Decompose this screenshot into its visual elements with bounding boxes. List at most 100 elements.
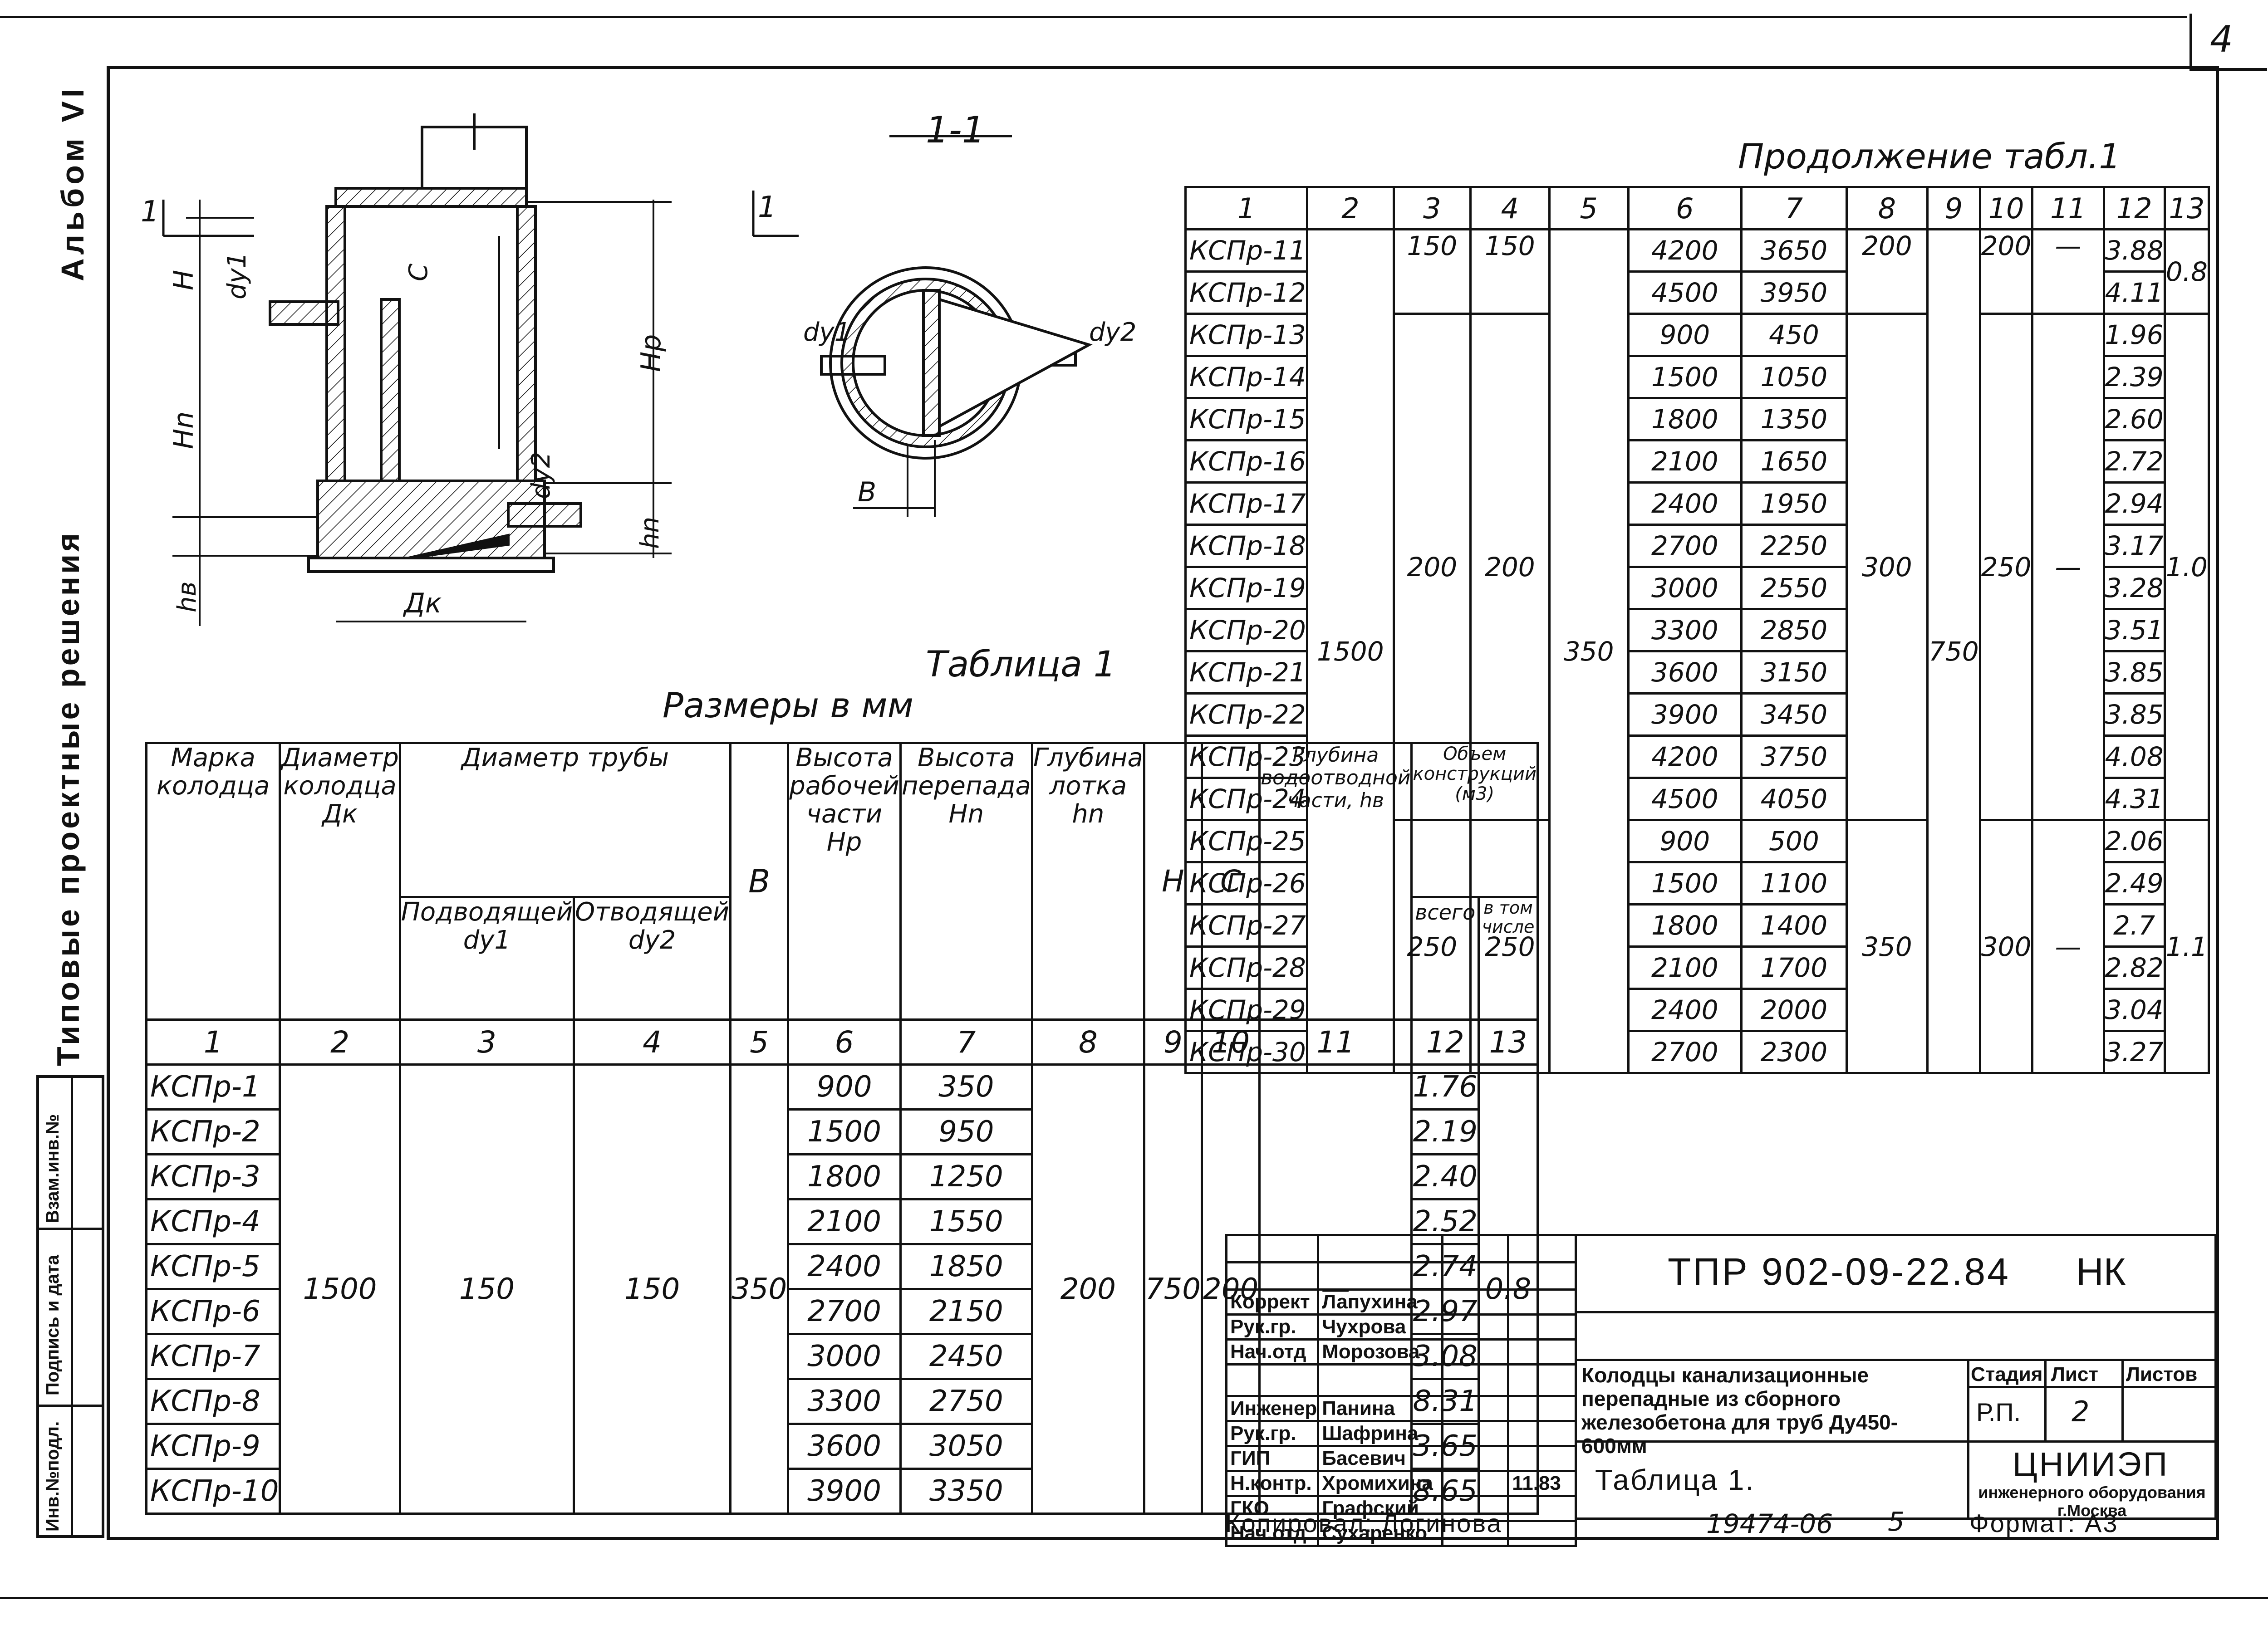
colnum: 1 [145,1018,281,1066]
stamp-role: Нач.отд [1225,1520,1320,1547]
label-hv: hв [172,581,202,613]
colnum: 6 [1627,186,1743,230]
cell-hr: 3300 [787,1378,902,1425]
label-B: B [858,476,877,508]
cell-B: 350 [1548,228,1630,1074]
stamp-role: Инженер [1225,1395,1320,1422]
hdr-pipe-out: Отводящей dy2 [573,896,732,1021]
cell-mark: КСПр-10 [145,1468,281,1515]
stage-label: Стадия [1971,1363,2043,1385]
cell-hn: 2000 [1740,988,1848,1032]
cell-dy2: 150 [573,1063,732,1515]
cell-hr: 2100 [787,1198,902,1245]
signature [1441,1288,1510,1316]
signature [1441,1420,1510,1447]
cell-dy2: 150 [1469,228,1551,315]
cell-hr: 3900 [787,1468,902,1515]
table1-caption: Таблица 1 [926,644,1116,685]
colnum: 9 [1926,186,1981,230]
cell-volume: 3.17 [2102,524,2166,568]
stamp-date [1507,1420,1577,1447]
label-Hn: Hn [168,411,200,449]
cell-mark: КСПр-30 [1184,1030,1308,1074]
cell-hr: 3600 [1627,650,1743,695]
cell-mark: КСПр-5 [145,1243,281,1290]
cell-hr: 1500 [787,1108,902,1155]
cell-hr: 2700 [1627,1030,1743,1074]
cell-c13: 1.0 [2163,313,2210,821]
cell-hn: 3950 [1740,270,1848,315]
stamp-role: Н.контр. [1225,1470,1320,1497]
cell-hn: 1850 [899,1243,1033,1290]
cell-hr: 2100 [1627,439,1743,484]
sheet-value: 2 [2072,1395,2090,1428]
stamp-name: Панина [1317,1395,1444,1422]
stamp-name: Шафрина [1317,1420,1444,1447]
cell-c10: 300 [1978,819,2034,1074]
sheet-label: Лист [2051,1363,2098,1385]
cell-hr: 3000 [1627,566,1743,610]
copied-by: Копировал: Логинова [1225,1509,1502,1537]
document-suffix: НК [2076,1250,2126,1293]
cell-hn: 2850 [1740,608,1848,652]
cell-hn: 2750 [899,1378,1033,1425]
stamp-name: Морозова [1317,1338,1444,1366]
stamp-empty [1507,1261,1577,1291]
vertical-section [162,113,799,626]
cell-volume: 2.94 [2102,481,2166,526]
cell-volume: 2.40 [1410,1153,1480,1200]
cell-hn: 500 [1740,819,1848,863]
table2-colnum-row: 1 2 3 4 5 6 7 8 9 10 11 12 13 [1184,186,2210,230]
stamp-date [1507,1445,1577,1472]
document-code: ТПР 902-09-22.84 [1668,1250,2010,1293]
cell-dy1: 250 [1392,819,1472,1074]
colnum: 3 [1392,186,1472,230]
stamp-line [2044,1359,2047,1440]
label-H: H [168,269,200,290]
colnum: 13 [2163,186,2210,230]
cell-hr: 2400 [1627,481,1743,526]
cell-volume: 2.7 [2102,903,2166,948]
cell-B: 350 [729,1063,790,1515]
cell-mark: КСПр-25 [1184,819,1308,863]
cell-volume: 2.82 [2102,945,2166,990]
stamp-role: ГКО [1225,1495,1320,1522]
cell-volume: 4.31 [2102,777,2166,821]
cell-mark: КСПр-12 [1184,270,1308,315]
cell-mark: КСПр-26 [1184,861,1308,906]
cell-volume: 3.04 [2102,988,2166,1032]
cell-hn: 1250 [899,1153,1033,1200]
cell-hn: 2300 [1740,1030,1848,1074]
sheet-title: Таблица 1. [1595,1464,1755,1496]
cell-hn: 2450 [899,1333,1033,1380]
colnum: 4 [573,1018,732,1066]
cell-c9: 750 [1926,228,1981,1074]
cell-hr: 2700 [1627,524,1743,568]
stamp-date [1507,1313,1577,1341]
stamp-line [1577,1311,2214,1313]
cell-hr: 1500 [1627,355,1743,399]
section-title: 1-1 [926,109,985,151]
cell-mark: КСПр-2 [145,1108,281,1155]
cell-mark: КСПр-20 [1184,608,1308,652]
format-label: Формат: А3 [1969,1509,2119,1537]
cell-mark: КСПр-19 [1184,566,1308,610]
cell-hn: 2550 [1740,566,1848,610]
cell-volume: 2.49 [2102,861,2166,906]
hdr-hr: Высота рабочей части Hp [787,742,902,1021]
colnum: 5 [1548,186,1630,230]
cell-volume: 2.06 [2102,819,2166,863]
cell-diam: 1500 [279,1063,401,1515]
stamp-name: Чухрова [1317,1313,1444,1341]
colnum: 10 [1978,186,2034,230]
cell-volume: 1.96 [2102,313,2166,357]
cell-volume: 2.60 [2102,397,2166,441]
drawing-frame [107,66,2219,1540]
stamp-date [1507,1338,1577,1366]
stage-value: Р.П. [1976,1398,2021,1426]
table-row: КСПр-11 1500 150 150 350 4200 3650 200 7… [1184,228,2210,1074]
